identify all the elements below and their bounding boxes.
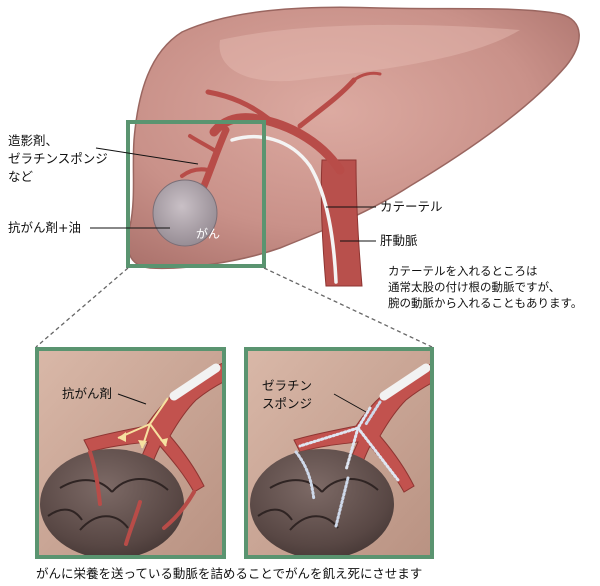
artery-branch-upper [297,77,357,129]
label-cancer: がん [196,226,220,241]
label-anticancer-oil: 抗がん剤+油 [8,220,81,235]
artery-branch-tumor-3 [180,167,210,178]
panel-left-vessels-over-tumor [88,450,196,546]
panel-left-frame [35,347,226,559]
note-line2: 通常太股の付け根の動脈ですが、 [388,280,560,294]
panel-right-sponge-particles-2 [294,400,382,528]
panel-right-frame [244,347,434,559]
tumor-small [152,179,218,247]
artery-branch-upper-2 [205,89,273,123]
zoom-line-left [35,267,129,348]
liver-shape [126,6,580,270]
label-hepatic-artery: 肝動脈 [380,233,418,248]
callout-line-contrast [95,147,199,165]
catheter-line [230,135,338,284]
liver [126,6,580,270]
arrow-head-1 [118,432,126,442]
panel-right-sponge-particles [298,406,400,482]
note-line3: 腕の動脈から入れることもあります。 [388,296,582,310]
panel-right-label-line1: ゼラチン [262,378,312,393]
panel-left-catheter [169,363,221,401]
aorta [320,159,363,287]
callout-line-panel-right [333,393,367,413]
label-contrast-line3: など [8,169,34,184]
caption: がんに栄養を送っている動脈を詰めることでがんを飢え死にさせます [36,566,422,581]
panel-right-tumor [250,449,394,557]
panel-left-label: 抗がん剤 [62,386,112,401]
zoom-line-right [263,267,433,348]
panel-right-catheter [379,363,431,401]
note-line1: カテーテルを入れるところは [388,264,538,278]
panel-right-label-line2: スポンジ [262,396,312,411]
artery-branch-top [352,71,382,82]
liver-highlight [219,24,520,82]
arrow-head-3 [160,438,168,446]
panel-gelatin: ゼラチン スポンジ [244,347,434,559]
panel-left-tumor-folds [47,477,169,531]
callout-line-panel-left [117,393,147,405]
label-contrast-line2: ゼラチンスポンジ [8,151,108,166]
label-catheter: カテーテル [380,199,443,214]
artery-branch-tumor-2 [188,134,216,152]
panel-anticancer: 抗がん剤 [35,347,226,559]
arrow-head-2 [138,440,147,448]
zoom-frame [126,120,266,268]
panel-left-tumor [40,449,184,557]
label-contrast-line1: 造影剤、 [8,133,58,148]
